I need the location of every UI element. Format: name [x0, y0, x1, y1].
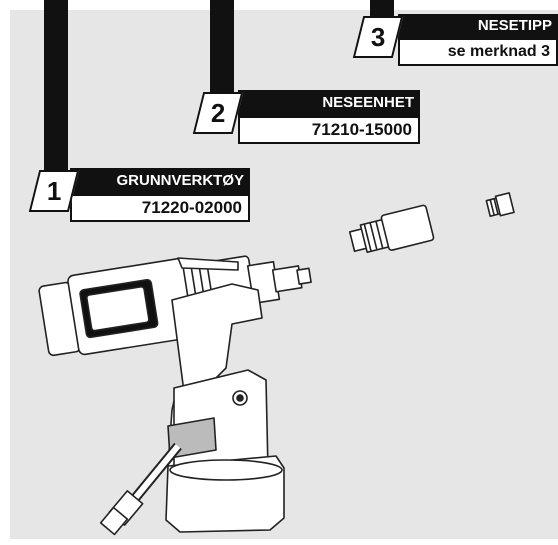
- nose-tip: [486, 193, 514, 218]
- nose-assembly: [348, 205, 434, 259]
